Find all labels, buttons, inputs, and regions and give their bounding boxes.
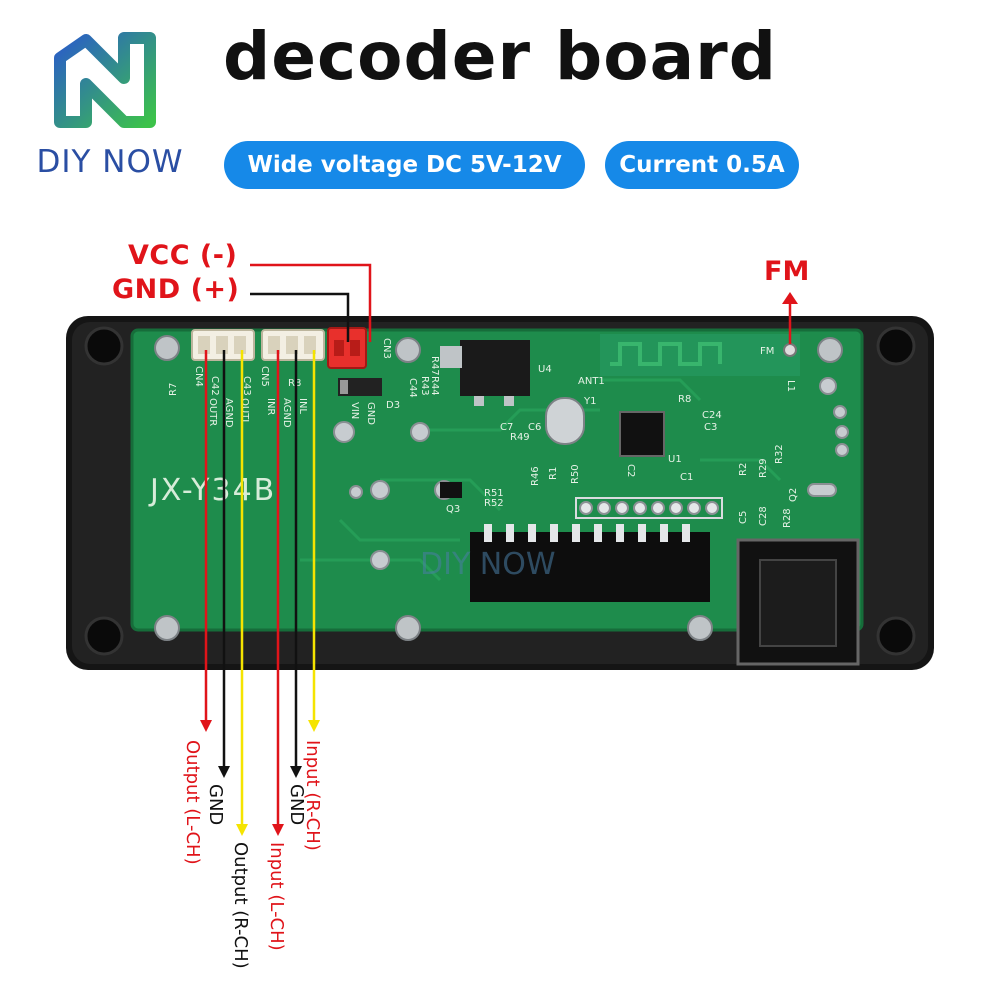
silk-r47: R47 <box>429 356 440 376</box>
fm-pad <box>783 343 797 357</box>
silk-r50: R50 <box>570 464 581 484</box>
display-slot <box>470 532 710 602</box>
silk-r1: R1 <box>548 467 559 480</box>
silk-vin: VIN <box>349 402 360 419</box>
y1-crystal <box>545 397 585 445</box>
u1-chip <box>619 411 665 457</box>
brand-name: DIY NOW <box>36 144 184 180</box>
silk-u4: U4 <box>538 364 552 375</box>
input-r-ch-label: Input (R-CH) <box>302 740 323 851</box>
gnd-label: GND (+) <box>112 274 240 305</box>
silk-r29: R29 <box>758 458 769 478</box>
silk-c42: C42 <box>209 376 220 396</box>
silk-inl: INL <box>297 398 308 414</box>
silk-c1: C1 <box>680 472 693 483</box>
silk-cn3: CN3 <box>381 338 392 359</box>
silk-agnd-2: AGND <box>281 398 292 428</box>
vcc-wire <box>250 263 372 342</box>
page-title: decoder board <box>223 18 777 95</box>
silk-y1: Y1 <box>583 396 596 407</box>
silk-c6: C6 <box>528 422 541 433</box>
output-l-ch-label: Output (L-CH) <box>182 740 203 865</box>
diy-now-logo-icon <box>54 32 156 128</box>
silk-c7: C7 <box>500 422 513 433</box>
silk-d3: D3 <box>386 400 400 411</box>
silk-q2: Q2 <box>788 488 799 502</box>
silk-l1: L1 <box>785 380 796 392</box>
screw <box>154 335 843 641</box>
silk-r32: R32 <box>774 444 785 464</box>
silk-outr: OUTR <box>207 398 218 426</box>
cn5-connector <box>261 329 325 361</box>
current-badge: Current 0.5A <box>605 141 799 189</box>
silk-c24: C24 <box>702 410 722 421</box>
silk-c2: C2 <box>625 464 636 477</box>
silk-c3: C3 <box>704 422 717 433</box>
silk-cn4: CN4 <box>193 366 204 387</box>
silk-r8b: R8 <box>678 394 691 405</box>
silk-r28: R28 <box>782 508 793 528</box>
silk-c43: C43 <box>241 376 252 396</box>
vcc-label: VCC (-) <box>128 240 238 271</box>
silk-u1: U1 <box>668 454 682 465</box>
silk-c5: C5 <box>738 511 749 524</box>
output-r-ch-label: Output (R-CH) <box>230 842 251 969</box>
silk-cn5: CN5 <box>259 366 270 387</box>
silk-r51: R51 <box>484 488 504 499</box>
silk-gnd: GND <box>365 402 376 425</box>
input-l-ch-label: Input (L-CH) <box>266 842 287 951</box>
silk-r52: R52 <box>484 498 504 509</box>
silk-r44: R44 <box>429 376 440 396</box>
silk-r2: R2 <box>738 463 749 476</box>
silk-r46: R46 <box>530 466 541 486</box>
gnd-wire <box>250 292 350 342</box>
gnd-2-label: GND <box>286 784 307 826</box>
silk-fm: FM <box>760 346 774 357</box>
watermark: DIY NOW <box>420 547 556 582</box>
voltage-badge: Wide voltage DC 5V-12V <box>224 141 585 189</box>
silk-r7: R7 <box>168 383 179 396</box>
silk-ant1: ANT1 <box>578 376 605 387</box>
silk-r8: R8 <box>288 378 301 389</box>
silk-inr: INR <box>265 398 276 415</box>
silk-outl: OUTL <box>239 398 250 425</box>
silk-q3: Q3 <box>446 504 460 515</box>
frame-hole <box>84 326 916 656</box>
silk-c44: C44 <box>407 378 418 398</box>
silk-c28: C28 <box>758 506 769 526</box>
gnd-1-label: GND <box>205 784 226 826</box>
silk-agnd-1: AGND <box>223 398 234 428</box>
silk-r49: R49 <box>510 432 530 443</box>
fm-label: FM <box>764 256 810 287</box>
u4-regulator <box>460 340 530 396</box>
output-r-ch-text: Output (R-CH) <box>230 842 251 969</box>
board-model-label: JX-Y34B <box>148 473 276 508</box>
silk-r43: R43 <box>419 376 430 396</box>
